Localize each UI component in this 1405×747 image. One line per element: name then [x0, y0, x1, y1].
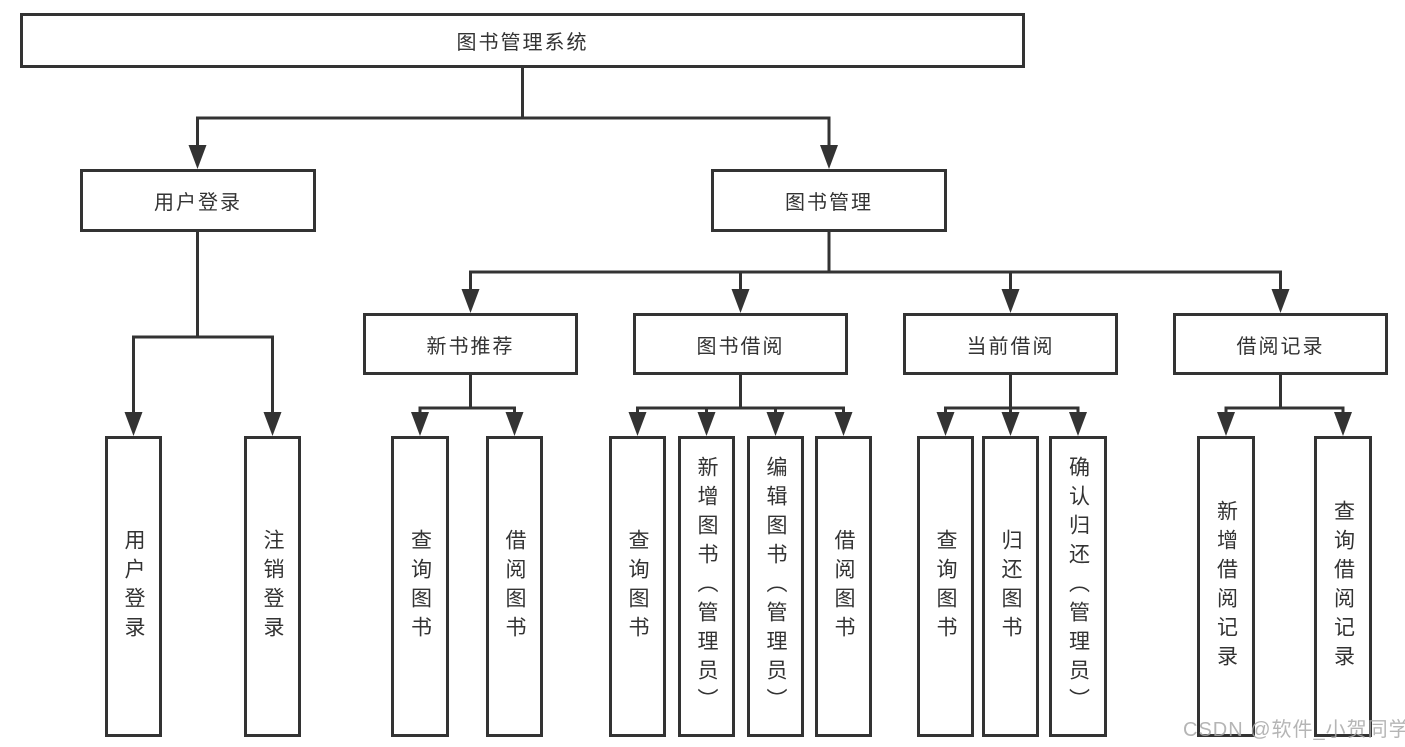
node-label: 查询图书 — [934, 528, 957, 645]
node-label: 编辑图书（管理员） — [764, 456, 787, 717]
leaf-query-borrow-record: 查询借阅记录 — [1314, 436, 1372, 737]
node-label: 借阅记录 — [1236, 335, 1325, 358]
node-book-management: 图书管理 — [711, 169, 947, 232]
leaf-user-login: 用户登录 — [105, 436, 162, 737]
leaf-edit-books-admin: 编辑图书（管理员） — [747, 436, 804, 737]
node-new-book-recommendation: 新书推荐 — [363, 313, 578, 375]
leaf-return-books: 归还图书 — [982, 436, 1039, 737]
node-label: 归还图书 — [999, 528, 1022, 645]
node-borrowing-records: 借阅记录 — [1173, 313, 1388, 375]
node-label: 借阅图书 — [503, 528, 526, 645]
node-label: 用户登录 — [122, 528, 145, 645]
node-label: 新书推荐 — [426, 335, 515, 358]
node-label: 查询图书 — [626, 528, 649, 645]
leaf-logout-login: 注销登录 — [244, 436, 301, 737]
node-label: 当前借阅 — [966, 335, 1055, 358]
leaf-borrow-books-borrow: 借阅图书 — [815, 436, 872, 737]
leaf-confirm-return-admin: 确认归还（管理员） — [1049, 436, 1107, 737]
leaf-add-books-admin: 新增图书（管理员） — [678, 436, 735, 737]
node-label: 借阅图书 — [832, 528, 855, 645]
leaf-borrow-books-recommend: 借阅图书 — [486, 436, 543, 737]
node-label: 用户登录 — [154, 192, 242, 214]
leaf-query-books-recommend: 查询图书 — [391, 436, 449, 737]
node-label: 新增图书（管理员） — [695, 456, 718, 717]
node-label: 确认归还（管理员） — [1066, 456, 1090, 717]
node-label: 图书管理 — [785, 192, 873, 214]
node-book-borrowing: 图书借阅 — [633, 313, 848, 375]
node-label: 注销登录 — [261, 528, 284, 645]
leaf-add-borrow-record: 新增借阅记录 — [1197, 436, 1255, 737]
watermark: CSDN @软件_小贺同学 — [1183, 719, 1405, 741]
node-label: 图书管理系统 — [456, 32, 589, 54]
node-label: 查询图书 — [408, 528, 432, 645]
node-label: 新增借阅记录 — [1214, 499, 1238, 674]
node-library-management-system: 图书管理系统 — [20, 13, 1025, 68]
leaf-query-books-borrow: 查询图书 — [609, 436, 666, 737]
node-label: 图书借阅 — [696, 335, 785, 358]
node-current-borrowing: 当前借阅 — [903, 313, 1118, 375]
node-user-login: 用户登录 — [80, 169, 316, 232]
node-label: 查询借阅记录 — [1331, 499, 1355, 674]
leaf-query-books-current: 查询图书 — [917, 436, 974, 737]
